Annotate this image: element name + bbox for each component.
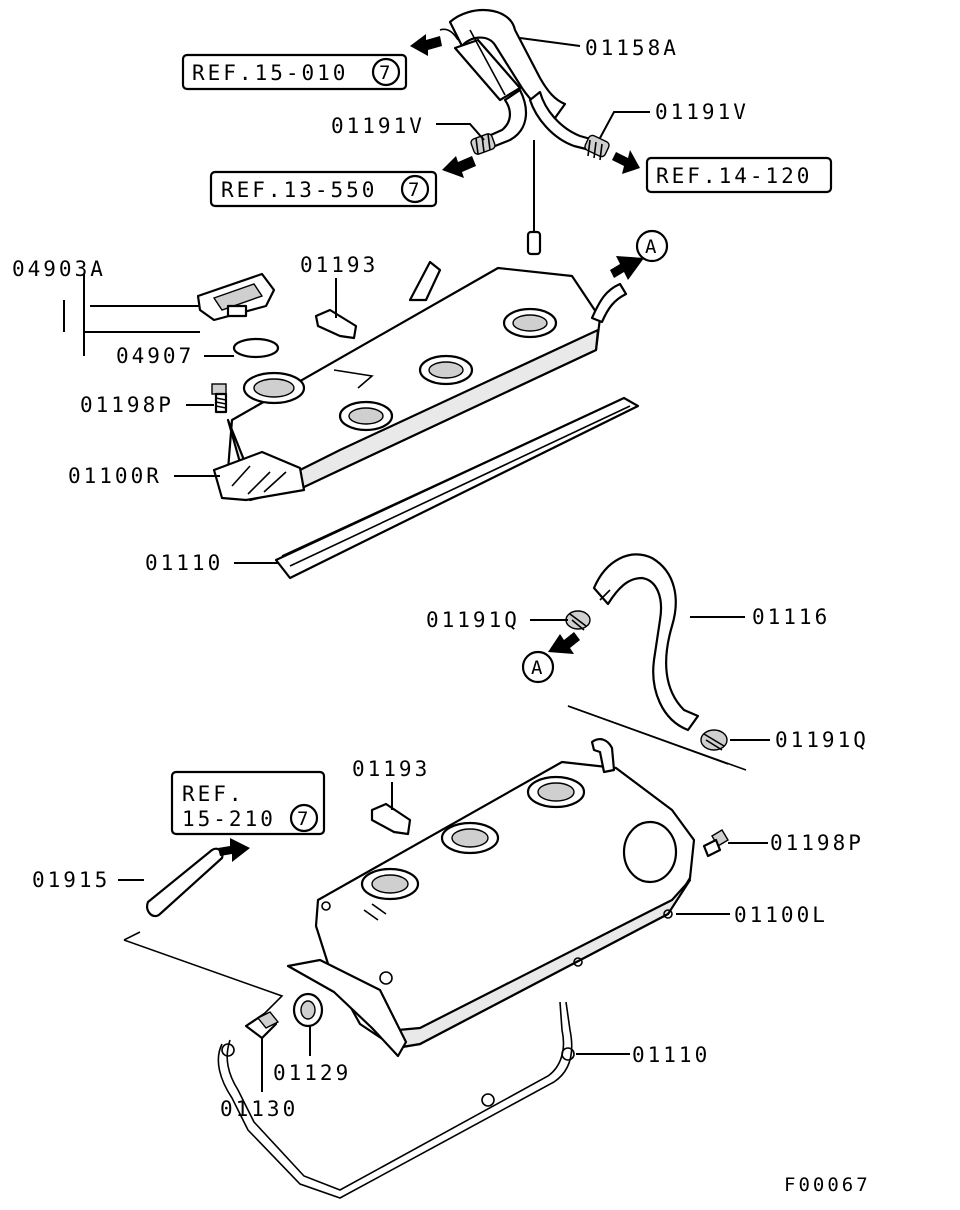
bolt-01198p-top xyxy=(211,383,228,414)
arrow-to-connector-a-mid xyxy=(548,632,580,654)
clip-01193-top xyxy=(314,308,358,340)
label-01198p-top: 01198P xyxy=(80,393,174,417)
hose-01915 xyxy=(146,847,224,918)
label-01110-top: 01110 xyxy=(145,551,223,575)
label-01915: 01915 xyxy=(32,868,110,892)
o-ring-04907 xyxy=(232,337,280,359)
label-01191q-left: 01191Q xyxy=(426,608,520,632)
ref-box-15-210: REF. 15-210 7 xyxy=(170,770,326,836)
connector-a-top: A xyxy=(635,229,669,263)
arrow-to-connector-a-top xyxy=(610,256,644,280)
connector-a-mid: A xyxy=(521,650,555,684)
ref-15-010-text: REF.15-010 xyxy=(192,61,348,85)
label-01116: 01116 xyxy=(752,605,830,629)
label-01191q-right: 01191Q xyxy=(775,728,869,752)
ref-13-550-circle: 7 xyxy=(408,179,422,201)
clip-01193-bottom xyxy=(370,802,412,836)
arrow-to-ref-14-120 xyxy=(612,150,640,174)
valve-cover-01100l xyxy=(286,738,696,1058)
figure-id: F00067 xyxy=(784,1174,871,1196)
oil-filler-cap-04903a xyxy=(196,272,276,322)
clamp-01191v-left xyxy=(470,133,496,155)
label-01130: 01130 xyxy=(220,1097,298,1121)
label-01193-bottom: 01193 xyxy=(352,757,430,781)
ref-15-010-circle: 7 xyxy=(379,62,393,84)
pcv-valve-01130 xyxy=(244,1011,280,1040)
connector-a-top-label: A xyxy=(645,236,659,258)
label-01129: 01129 xyxy=(273,1061,351,1085)
ref-box-15-010: REF.15-010 7 xyxy=(181,53,408,91)
arrow-to-ref-13-550 xyxy=(442,156,476,178)
clamp-01191q-right xyxy=(700,729,728,751)
hose-01116 xyxy=(592,553,700,732)
ref-box-13-550: REF.13-550 7 xyxy=(209,170,438,208)
ref-14-120-text: REF.14-120 xyxy=(656,164,812,188)
ref-15-210-line2: 15-210 xyxy=(182,807,276,831)
arrow-to-ref-15-210 xyxy=(218,838,250,862)
arrow-to-ref-15-010 xyxy=(410,34,442,56)
label-01191v-left: 01191V xyxy=(331,114,425,138)
label-01158a: 01158A xyxy=(585,36,679,60)
label-04903a: 04903A xyxy=(12,257,106,281)
label-01198p-bottom: 01198P xyxy=(770,831,864,855)
bolt-01198p-bottom xyxy=(702,829,729,858)
ref-15-210-circle: 7 xyxy=(297,808,311,830)
hose-01158a xyxy=(439,9,596,152)
label-04907: 04907 xyxy=(116,344,194,368)
label-01191v-right: 01191V xyxy=(655,100,749,124)
clamp-01191v-right xyxy=(584,134,610,161)
gasket-01110-top xyxy=(274,396,640,580)
label-01100l: 01100L xyxy=(734,903,828,927)
label-01100r: 01100R xyxy=(68,464,162,488)
ref-13-550-text: REF.13-550 xyxy=(221,178,377,202)
label-01110-bottom: 01110 xyxy=(632,1043,710,1067)
ref-15-210-line1: REF. xyxy=(182,782,245,806)
label-01193-top: 01193 xyxy=(300,253,378,277)
seal-01129 xyxy=(292,992,324,1028)
connector-a-mid-label: A xyxy=(531,657,545,679)
gasket-01110-bottom xyxy=(217,1001,575,1199)
ref-box-14-120: REF.14-120 xyxy=(645,156,833,194)
clamp-01191q-left xyxy=(565,610,591,631)
valve-cover-01100r xyxy=(212,230,628,502)
